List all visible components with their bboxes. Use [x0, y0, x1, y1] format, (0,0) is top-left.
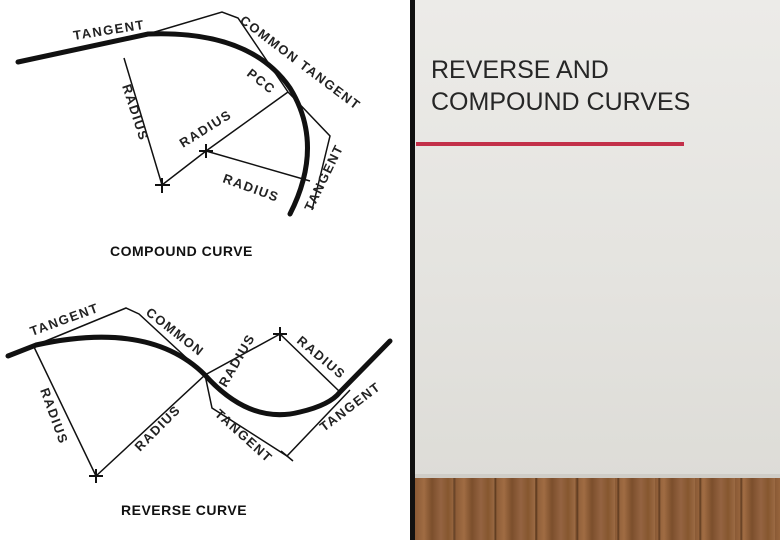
compound-tangent-right-line — [287, 91, 331, 211]
compound-curve-diagram: TANGENT COMMON TANGENT PCC RADIUS RADIUS… — [15, 11, 364, 259]
compound-center-marker-1 — [155, 178, 170, 193]
slide-background-wall — [415, 0, 780, 478]
reverse-curve-caption: REVERSE CURVE — [121, 502, 247, 518]
compound-tangent-line — [147, 11, 289, 93]
slide-baseboard — [415, 474, 780, 480]
title-accent-underline — [416, 142, 684, 146]
reverse-label-radius-center: RADIUS — [132, 402, 184, 454]
reverse-label-radius-mid: RADIUS — [216, 331, 258, 389]
reverse-center-marker-1 — [89, 469, 103, 483]
slide-title-line-1: REVERSE AND — [431, 56, 609, 84]
compound-label-radius-vertical: RADIUS — [119, 82, 151, 143]
reverse-tangent-lines — [35, 307, 351, 457]
reverse-radius-lines — [33, 333, 341, 478]
reverse-center-marker-2 — [273, 327, 287, 341]
compound-curve-caption: COMPOUND CURVE — [110, 243, 253, 259]
compound-label-radius-lower: RADIUS — [221, 171, 281, 205]
slide-title-line-2: COMPOUND CURVES — [431, 88, 691, 116]
reverse-tick-marker — [280, 450, 294, 462]
reverse-label-radius-left: RADIUS — [37, 386, 71, 446]
panel-divider — [410, 0, 415, 540]
reverse-curve-diagram: TANGENT COMMON RADIUS RADIUS RADIUS RADI… — [5, 300, 393, 518]
compound-curve-line — [15, 31, 310, 217]
compound-label-common-tangent: COMMON TANGENT — [237, 12, 364, 113]
compound-radius-lines — [123, 57, 311, 187]
reverse-curve-line — [5, 334, 393, 418]
figure-panel: TANGENT COMMON TANGENT PCC RADIUS RADIUS… — [5, 11, 393, 518]
reverse-label-tangent-right: TANGENT — [317, 379, 384, 435]
slide-title: REVERSE AND COMPOUND CURVES — [431, 54, 761, 118]
compound-label-radius-diagonal: RADIUS — [177, 107, 235, 151]
slide-background-floor — [415, 478, 780, 540]
compound-center-marker-2 — [199, 144, 213, 158]
curves-diagram: TANGENT COMMON TANGENT PCC RADIUS RADIUS… — [5, 11, 393, 518]
